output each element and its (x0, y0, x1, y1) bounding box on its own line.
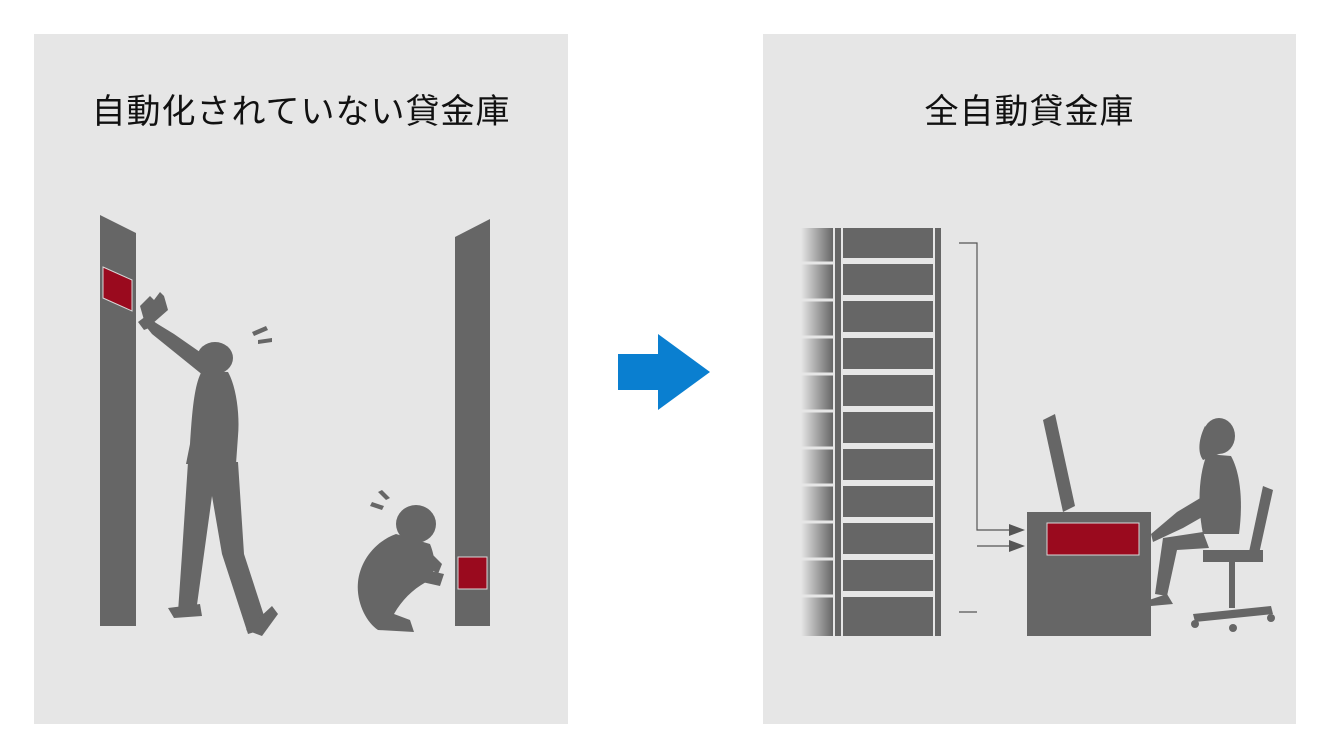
fully-automated-illustration (801, 228, 1275, 636)
left-high-deposit-box (102, 266, 133, 312)
reaching-man-silhouette (138, 292, 278, 636)
transport-connector-lines (959, 242, 1011, 613)
right-arrow-icon (618, 334, 710, 410)
right-low-deposit-box (457, 556, 488, 590)
crouching-woman-silhouette (357, 505, 444, 632)
panel-non-automated: 自動化されていない貸金庫 (34, 34, 568, 724)
sweat-drops-icon (252, 326, 272, 344)
connector-arrowheads-icon (1009, 524, 1025, 552)
storage-rack-fade-column (801, 228, 833, 636)
non-automated-illustration (100, 215, 490, 636)
panel-title-fully-automated: 全自動貸金庫 (924, 92, 1135, 132)
office-chair (1191, 486, 1275, 632)
panel-title-non-automated: 自動化されていない貸金庫 (91, 92, 511, 132)
automated-storage-rack (835, 228, 941, 636)
panel-fully-automated: 全自動貸金庫 (763, 34, 1296, 724)
terminal-deposit-box (1046, 522, 1140, 556)
left-storage-column (100, 215, 136, 626)
seated-woman-silhouette (1149, 418, 1241, 606)
terminal-open-lid (1043, 414, 1075, 512)
right-storage-column (455, 219, 490, 626)
distress-marks-icon (370, 490, 390, 510)
